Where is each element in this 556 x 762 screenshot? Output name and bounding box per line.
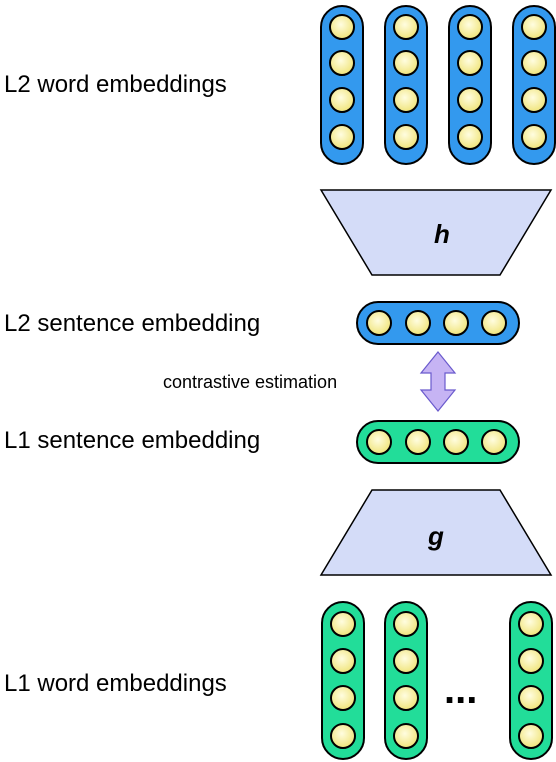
l2-word-embeddings-label: L2 word embeddings: [4, 71, 227, 98]
function-g-label: g: [427, 521, 444, 551]
l2-word-embeddings: [320, 5, 556, 165]
l2-word-vector: [384, 5, 428, 165]
l1-word-embeddings: ...: [321, 601, 553, 760]
l2-sentence-embedding-label: L2 sentence embedding: [4, 310, 260, 337]
l1-word-vector: [321, 601, 365, 760]
l2-word-vector: [512, 5, 556, 165]
l1-word-vector: [384, 601, 428, 760]
l1-sentence-embedding-label: L1 sentence embedding: [4, 427, 260, 454]
l1-word-embeddings-label: L1 word embeddings: [4, 670, 227, 697]
contrastive-estimation-label: contrastive estimation: [163, 372, 337, 392]
contrastive-arrow: [419, 351, 457, 412]
ellipsis: ...: [444, 668, 477, 712]
l2-word-vector: [320, 5, 364, 165]
l1-word-vector: [509, 601, 553, 760]
function-h-label: h: [434, 219, 450, 249]
function-g: g: [319, 489, 553, 576]
l1-sentence-embedding: [356, 420, 520, 464]
l2-sentence-embedding: [356, 301, 520, 345]
function-h: h: [319, 189, 553, 276]
l2-word-vector: [448, 5, 492, 165]
